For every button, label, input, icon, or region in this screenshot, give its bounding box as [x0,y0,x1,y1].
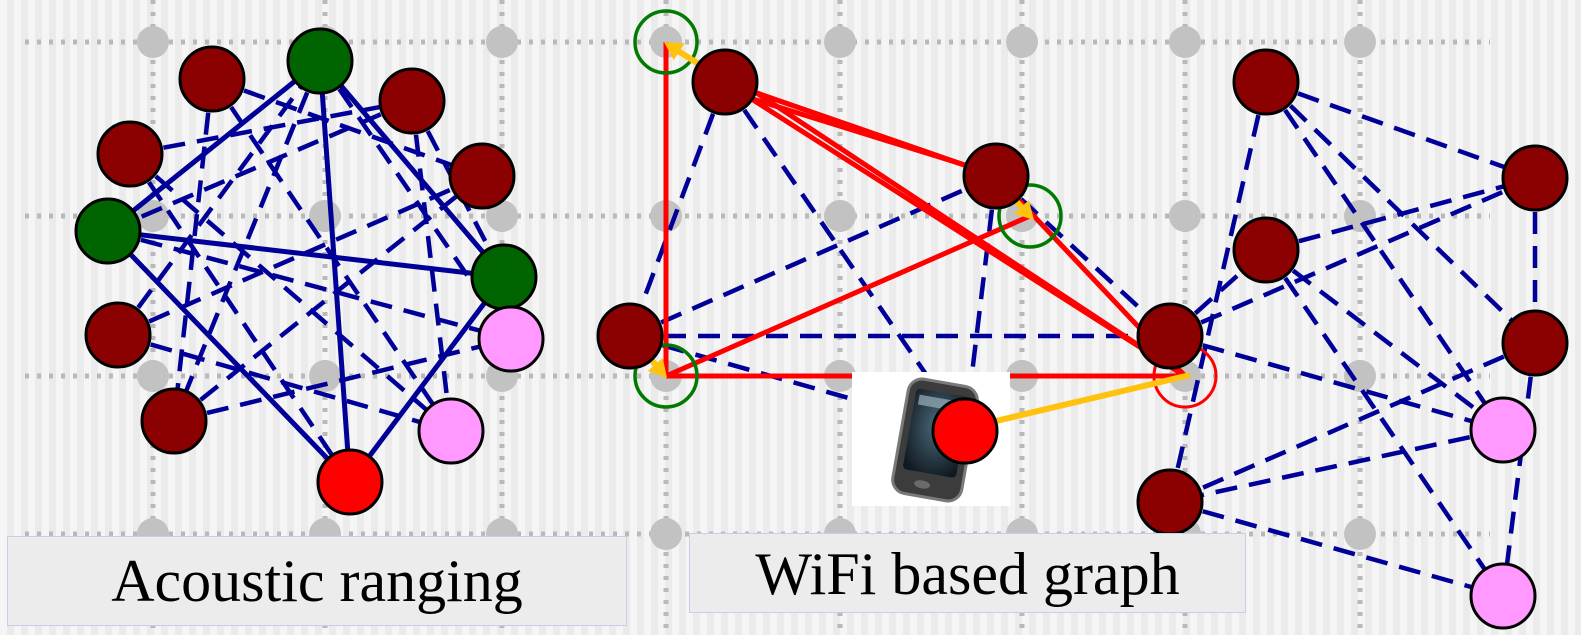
dashed-edge [1169,333,1504,433]
pink-node [417,397,485,465]
caption-wifi-graph-box: WiFi based graph [689,533,1246,613]
green-anchor-ring [997,183,1063,249]
solid-edge [739,92,1001,179]
pink-node [1469,396,1537,464]
arrow-head [1014,200,1034,220]
dashed-edges [106,59,1538,599]
solid-edge [318,59,506,279]
dashed-edge [1500,342,1538,597]
graph-nodes [74,27,1569,630]
dashed-edge [116,59,322,337]
dashed-edge [994,174,1172,338]
red-node [316,448,384,516]
grid-anchor-dot [1169,26,1201,58]
dashed-edge [1264,80,1505,432]
dashed-edge [409,100,454,432]
caption-acoustic-ranging-box: Acoustic ranging [7,536,627,626]
dashed-edge [1265,79,1536,181]
dark-red-node [96,120,164,188]
dashed-edge [1264,248,1505,598]
grid-anchor-dot [137,360,169,392]
green-node [470,243,538,311]
grid-anchor-dot [650,518,682,550]
grid-anchor-dot [1344,26,1376,58]
arrow-head [647,357,667,378]
dashed-edge [171,60,323,422]
dark-red-node [84,301,152,369]
solid-edge [738,79,1187,379]
grid-anchor-dot [486,26,518,58]
grid-anchor-dot [1344,360,1376,392]
dark-red-node [962,142,1030,210]
arrow-shaft [968,372,1191,431]
dark-red-node [448,142,516,210]
dashed-edge [1264,248,1505,432]
arrow-head [664,42,685,61]
dark-red-node [691,48,759,116]
dashed-edge [1169,427,1504,505]
dashed-edge [627,81,728,337]
dashed-edge [1169,499,1504,599]
red-node [931,397,999,465]
dark-red-node [1136,302,1204,370]
pink-node [477,305,545,373]
solid-edge [106,59,322,233]
dark-red-node [1136,468,1204,536]
dark-red-node [378,67,446,135]
green-node [286,27,354,95]
green-anchor-ring [633,9,699,75]
grid-anchor-dot [486,200,518,232]
solid-edge [317,60,353,483]
dark-red-node [178,45,246,113]
caption-acoustic-ranging: Acoustic ranging [111,548,523,614]
dark-red-node [596,302,664,370]
grid-anchor-dot [1344,518,1376,550]
grid-anchor-dot [824,200,856,232]
dashed-edge [1265,175,1536,253]
dashed-edge [1167,81,1269,503]
solid-edge [664,213,1032,379]
dashed-edge [172,174,484,423]
green-anchor-ring [633,343,699,409]
solid-edge [106,229,352,484]
caption-wifi-graph: WiFi based graph [755,541,1180,607]
green-node [74,197,142,265]
dashed-edge [107,228,512,342]
grid-anchor-dot [137,26,169,58]
dark-red-node [1232,48,1300,116]
dark-red-node [140,387,208,455]
dark-red-node [1501,309,1569,377]
dark-red-node [1232,216,1300,284]
solid-edge [107,228,505,280]
grid-anchor-dot [1006,26,1038,58]
dark-red-node [1501,144,1569,212]
solid-edges [106,42,1187,484]
grid-anchor-dot [824,26,856,58]
solid-edge [348,275,506,484]
grid-anchor-dot [1169,200,1201,232]
pink-node [1469,562,1537,630]
